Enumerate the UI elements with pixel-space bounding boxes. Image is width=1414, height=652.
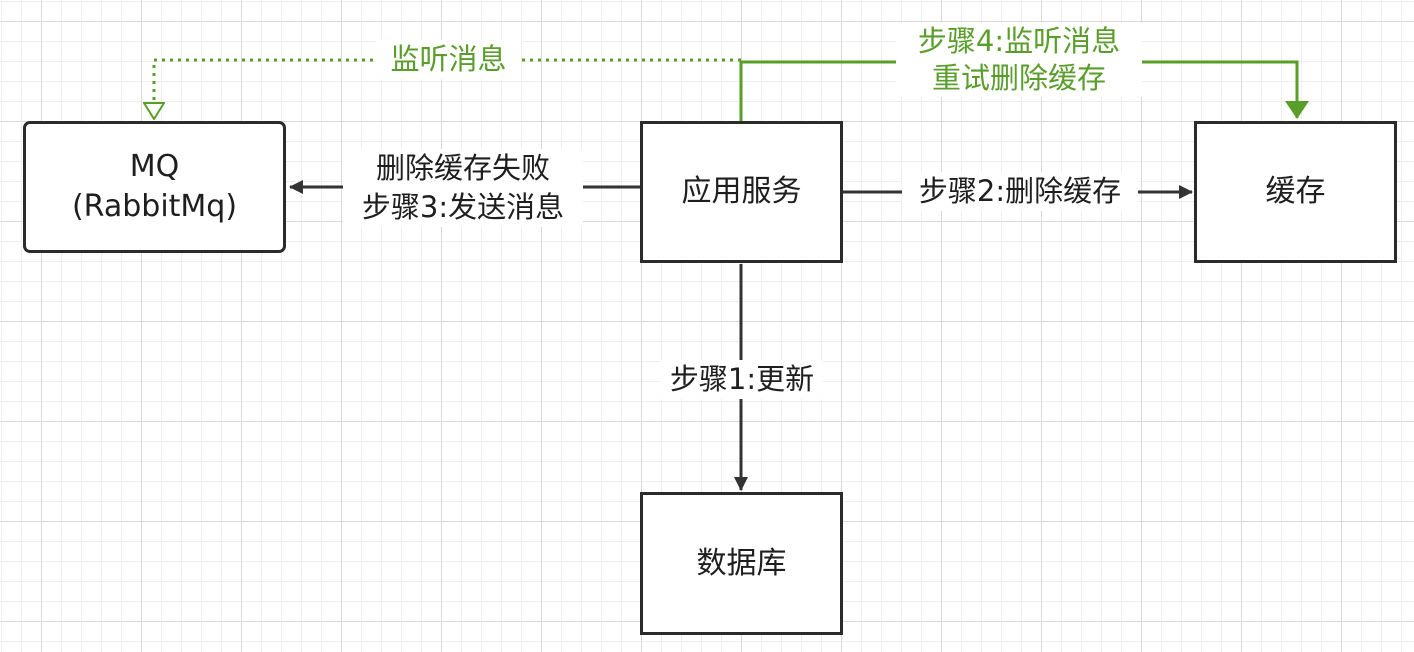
mq-node-subtitle: (RabbitMq)	[71, 189, 238, 224]
database-node[interactable]: 数据库	[640, 492, 843, 635]
app-service-label: 应用服务	[681, 174, 802, 209]
mq-node[interactable]: MQ (RabbitMq)	[23, 121, 286, 253]
send-message-line2: 步骤3:发送消息	[361, 190, 565, 224]
retry-line1: 步骤4:监听消息	[917, 24, 1121, 58]
listen-text: 监听消息	[390, 42, 507, 76]
edge-listen	[154, 58, 741, 119]
database-label: 数据库	[696, 545, 787, 581]
cache-node[interactable]: 缓存	[1194, 121, 1397, 263]
app-service-node[interactable]: 应用服务	[640, 121, 843, 263]
send-message-line1: 删除缓存失败	[375, 151, 550, 185]
retry-line2: 重试删除缓存	[931, 61, 1106, 95]
cache-label: 缓存	[1265, 174, 1326, 209]
edge-send-message-label: 删除缓存失败 步骤3:发送消息	[343, 149, 583, 227]
edge-retry-label: 步骤4:监听消息 重试删除缓存	[896, 23, 1142, 97]
delete-cache-text: 步骤2:删除缓存	[918, 174, 1122, 208]
edge-update-label: 步骤1:更新	[661, 360, 823, 399]
update-text: 步骤1:更新	[669, 362, 815, 396]
edge-delete-cache-label: 步骤2:删除缓存	[902, 172, 1138, 211]
edge-listen-label: 监听消息	[376, 40, 521, 79]
mq-node-title: MQ	[129, 149, 180, 184]
